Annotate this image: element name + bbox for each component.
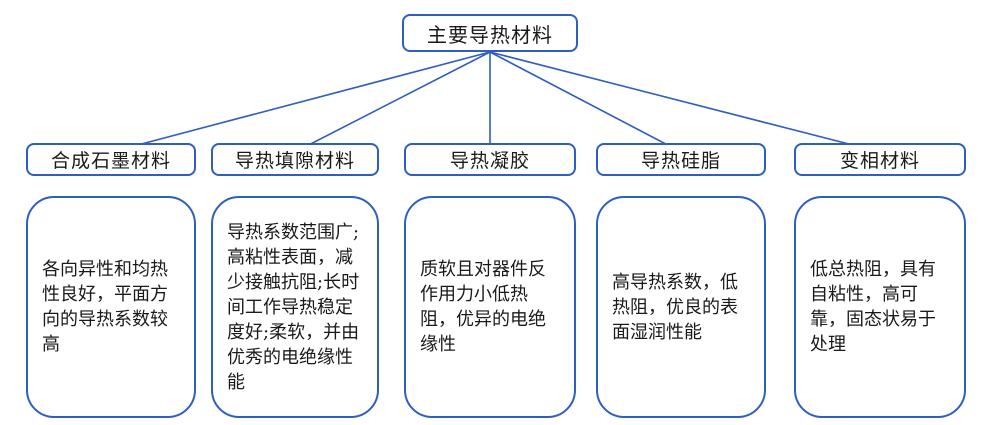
branch-description-text: 各向异性和均热性良好，平面方向的导热系数较高	[42, 259, 168, 355]
branch-description-box: 各向异性和均热性良好，平面方向的导热系数较高	[26, 196, 196, 418]
branch-synthetic-graphite: 合成石墨材料 各向异性和均热性良好，平面方向的导热系数较高	[26, 143, 196, 418]
branch-title-label: 变相材料	[839, 150, 920, 172]
branch-title: 导热填隙材料	[211, 143, 379, 176]
branch-silicone-grease: 导热硅脂 高导热系数，低热阻，优良的表面湿润性能	[596, 143, 766, 418]
branch-title: 导热硅脂	[596, 143, 766, 176]
root-node-label: 主要导热材料	[427, 22, 553, 47]
branch-description-text: 高导热系数，低热阻，优良的表面湿润性能	[612, 271, 738, 343]
branch-thermal-gel: 导热凝胶 质软且对器件反作用力小低热阻，优异的电绝缘性	[404, 143, 576, 418]
branch-description-box: 高导热系数，低热阻，优良的表面湿润性能	[596, 196, 766, 418]
branch-description-box: 质软且对器件反作用力小低热阻，优异的电绝缘性	[404, 196, 576, 418]
root-node: 主要导热材料	[402, 14, 578, 52]
branch-title-label: 合成石墨材料	[50, 150, 171, 172]
branch-description-text: 导热系数范围广;高粘性表面，减少接触抗阻;长时间工作导热稳定度好;柔软，并由优秀…	[227, 221, 360, 393]
connector-line	[110, 51, 491, 153]
connector-line	[489, 51, 881, 153]
connector-line	[294, 51, 491, 153]
branch-title-label: 导热填隙材料	[234, 150, 355, 172]
branch-phase-change: 变相材料 低总热阻，具有自粘性，高可靠，固态状易于处理	[794, 143, 966, 418]
connector-line	[489, 51, 682, 153]
branch-title: 变相材料	[794, 143, 966, 176]
branch-description-text: 质软且对器件反作用力小低热阻，优异的电绝缘性	[420, 259, 546, 355]
branch-title-label: 导热凝胶	[449, 150, 530, 172]
branch-description-box: 导热系数范围广;高粘性表面，减少接触抗阻;长时间工作导热稳定度好;柔软，并由优秀…	[211, 196, 379, 418]
branch-title: 合成石墨材料	[26, 143, 196, 176]
branch-gap-filler: 导热填隙材料 导热系数范围广;高粘性表面，减少接触抗阻;长时间工作导热稳定度好;…	[211, 143, 379, 418]
branch-title: 导热凝胶	[404, 143, 576, 176]
branch-description-box: 低总热阻，具有自粘性，高可靠，固态状易于处理	[794, 196, 966, 418]
branch-title-label: 导热硅脂	[640, 150, 721, 172]
branch-description-text: 低总热阻，具有自粘性，高可靠，固态状易于处理	[810, 259, 936, 355]
